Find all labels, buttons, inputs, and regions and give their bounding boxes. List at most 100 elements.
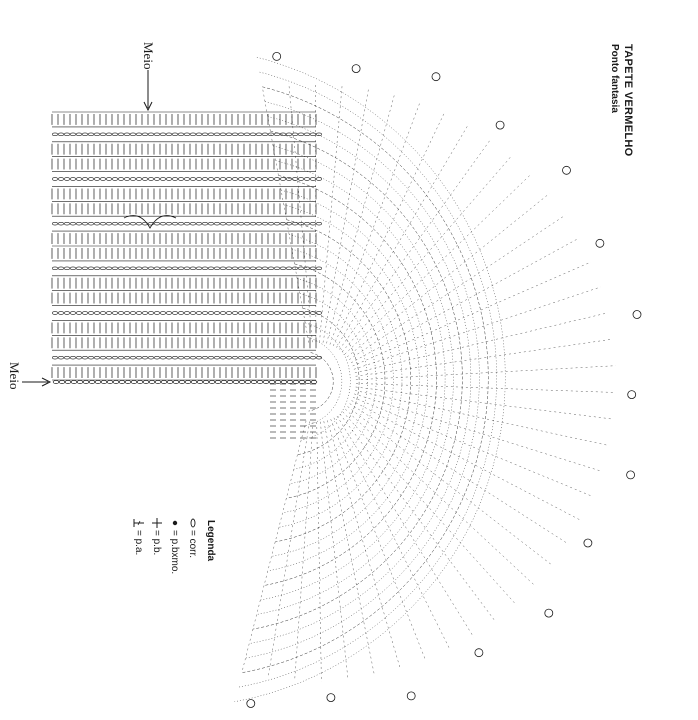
chain-stitch: [94, 132, 100, 137]
center-chain: [52, 380, 60, 384]
chain-stitch: [178, 355, 184, 360]
chain-stitch: [178, 221, 184, 226]
center-chain: [82, 380, 90, 384]
chain-stitch: [136, 132, 142, 137]
chain-stitch: [220, 221, 226, 226]
chain-stitch: [82, 311, 88, 315]
picot: [583, 538, 593, 548]
chain-stitch: [88, 132, 94, 137]
center-chain: [172, 380, 180, 384]
chain-stitch: [106, 132, 112, 137]
chain-stitch: [274, 266, 280, 271]
radial-spoke: [353, 286, 601, 370]
picot: [474, 648, 484, 658]
chain-stitch: [286, 221, 292, 226]
chain-stitch: [202, 132, 208, 137]
chain-stitch: [316, 132, 322, 137]
chain-stitch: [250, 177, 256, 181]
legend-symbols: [133, 518, 196, 528]
picot: [406, 691, 416, 701]
chain-stitch: [268, 355, 274, 360]
chain-stitch: [172, 177, 178, 181]
chain-stitch: [112, 355, 118, 360]
chain-stitch: [244, 355, 250, 360]
chain-stitch: [298, 221, 304, 226]
chain-stitch: [232, 132, 238, 137]
legend-item-double-crochet: = p.a.: [133, 530, 144, 556]
chain-stitch: [142, 311, 148, 315]
chain-stitch: [220, 355, 226, 360]
center-chain: [160, 380, 168, 384]
chain-stitch: [262, 177, 268, 181]
chain-stitch: [262, 221, 268, 226]
chain-stitch: [166, 221, 172, 226]
chain-stitch: [232, 355, 238, 360]
round-arc: [308, 352, 334, 412]
chain-stitch: [142, 177, 148, 181]
picot: [431, 72, 441, 82]
radial-spoke: [346, 193, 550, 358]
chain-stitch: [304, 355, 310, 360]
chain-stitch: [76, 221, 82, 226]
chain-stitch: [298, 266, 304, 271]
chain-stitch: [286, 177, 292, 181]
chain-stitch: [100, 132, 106, 137]
radial-spoke: [329, 100, 421, 345]
center-chain: [304, 380, 312, 384]
chain-stitch: [64, 266, 70, 271]
chain-stitch: [118, 132, 124, 137]
radial-spoke: [336, 415, 474, 638]
chain-stitch: [106, 177, 112, 181]
radial-spoke: [339, 138, 492, 350]
chain-stitch: [202, 177, 208, 181]
chain-stitch: [70, 177, 76, 181]
chain-stitch: [316, 355, 322, 360]
chain-stitch: [178, 311, 184, 315]
chain-stitch: [118, 355, 124, 360]
chain-stitch: [208, 177, 214, 181]
chain-stitch: [238, 355, 244, 360]
chain-stitch: [232, 221, 238, 226]
chain-stitch: [58, 266, 64, 271]
chain-stitch: [220, 311, 226, 315]
chain-stitch: [256, 311, 262, 315]
legend-item-single-crochet: = p.b.: [151, 530, 162, 556]
chain-oval-icon: [190, 518, 196, 528]
chain-stitch: [238, 311, 244, 315]
chain-stitch: [286, 355, 292, 360]
chain-stitch: [160, 132, 166, 137]
center-chain: [130, 380, 138, 384]
round-arc: [282, 248, 394, 514]
center-chain: [76, 380, 84, 384]
radial-spoke: [351, 400, 582, 522]
round-arc: [263, 175, 437, 586]
chain-stitch: [226, 355, 232, 360]
chain-stitch: [88, 266, 94, 271]
round-arc: [256, 145, 454, 615]
chain-stitch: [130, 355, 136, 360]
chain-stitch: [52, 355, 58, 360]
center-chain: [256, 380, 264, 384]
radial-spoke: [323, 421, 375, 677]
chain-stitch: [274, 311, 280, 315]
radial-spoke: [327, 420, 401, 670]
chain-stitch: [196, 221, 202, 226]
chain-stitch: [262, 355, 268, 360]
chain-stitch: [112, 266, 118, 271]
center-chain: [94, 380, 102, 384]
arrow-top-head: [143, 101, 153, 112]
center-chain: [190, 380, 198, 384]
radial-spoke: [333, 417, 451, 651]
chain-stitch: [124, 311, 130, 315]
heart-motif: [123, 215, 177, 229]
center-chain: [208, 380, 216, 384]
round-arc: [249, 116, 471, 644]
chain-stitch: [196, 266, 202, 271]
chain-stitch: [202, 266, 208, 271]
picot: [632, 310, 642, 319]
chain-stitch: [262, 132, 268, 137]
chain-stitch: [148, 266, 154, 271]
picot: [495, 120, 505, 130]
center-label-left: Meio: [7, 362, 22, 390]
chain-stitch: [160, 355, 166, 360]
